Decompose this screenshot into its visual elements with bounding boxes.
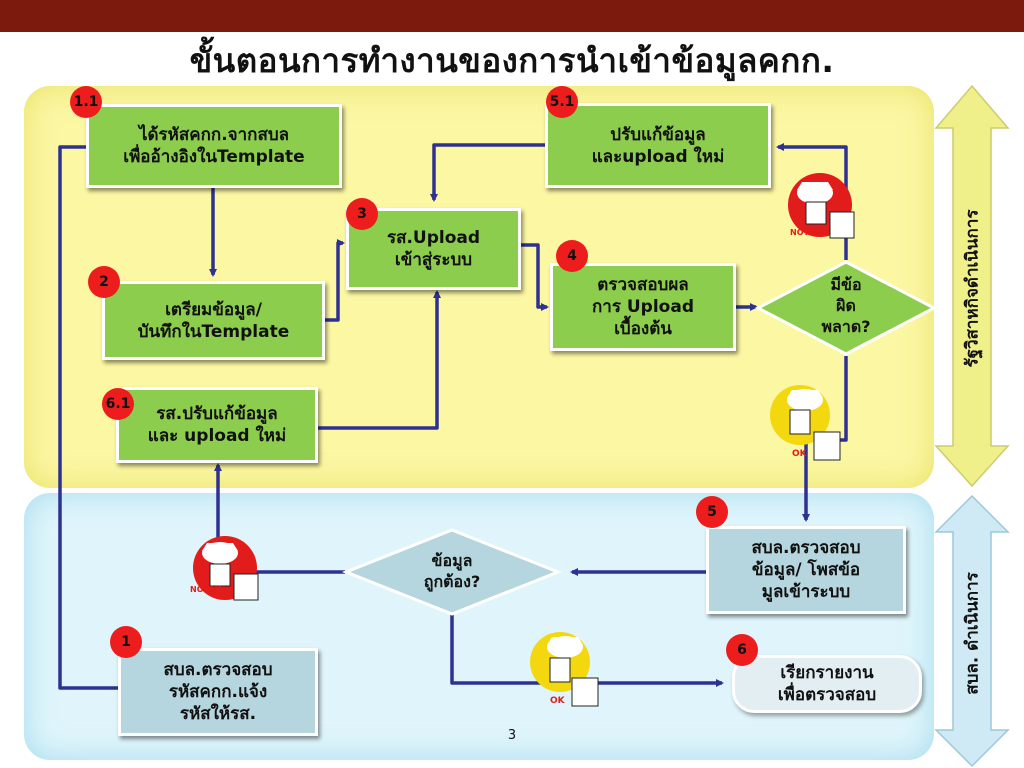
step-1-1-box: ได้รหัสคกก.จากสบล เพื่ออ้างอิงในTemplate xyxy=(86,104,342,188)
up-down-arrow-icon xyxy=(934,84,1010,488)
step-4-line2: การ Upload xyxy=(591,297,694,317)
step-1-line3: รหัสให้รส. xyxy=(179,704,257,724)
decision-error-line2: ผิด xyxy=(836,296,856,315)
svg-text:NOT: NOT xyxy=(190,585,209,594)
step-4-line1: ตรวจสอบผล xyxy=(597,275,689,295)
step-6-1-line1: รส.ปรับแก้ข้อมูล xyxy=(156,404,278,424)
step-6-box: เรียกรายงาน เพื่อตรวจสอบ xyxy=(732,655,922,713)
decision-correct-text: ข้อมูล ถูกต้อง? xyxy=(402,550,502,592)
up-down-arrow-icon xyxy=(934,494,1010,768)
step-1-box: สบล.ตรวจสอบ รหัสคกก.แจ้ง รหัสให้รส. xyxy=(118,648,318,736)
step-5-1-box: ปรับแก้ข้อมูล และupload ใหม่ xyxy=(545,103,771,188)
step-5-1-badge: 5.1 xyxy=(546,86,578,118)
inspector-ok-icon: OK xyxy=(530,632,599,707)
step-5-1-line2: และupload ใหม่ xyxy=(591,146,725,167)
step-6-line2: เพื่อตรวจสอบ xyxy=(777,685,877,705)
step-5-badge: 5 xyxy=(696,496,728,528)
step-2-box: เตรียมข้อมูล/ บันทึกในTemplate xyxy=(102,281,325,360)
step-2-line1: เตรียมข้อมูล/ xyxy=(165,299,262,320)
page-number: 3 xyxy=(507,728,517,743)
arrow-5-1-to-3 xyxy=(430,143,545,202)
step-5-box: สบล.ตรวจสอบ ข้อมูล/ โพสข้อ มูลเข้าระบบ xyxy=(706,526,906,614)
top-banner xyxy=(0,0,1024,32)
svg-text:NOT: NOT xyxy=(790,228,809,237)
step-2-badge: 2 xyxy=(88,266,120,298)
step-2-line2: บันทึกในTemplate xyxy=(137,321,290,342)
decision-correct-diamond xyxy=(341,528,563,616)
decision-error-text: มีข้อ ผิด พลาด? xyxy=(796,274,896,337)
svg-text:OK: OK xyxy=(808,228,822,237)
svg-text:OK: OK xyxy=(792,449,808,459)
step-4-box: ตรวจสอบผล การ Upload เบื้องต้น xyxy=(550,263,736,351)
step-3-line1: รส.Upload xyxy=(386,228,481,248)
step-3-badge: 3 xyxy=(346,198,378,230)
step-1-1-line1: ได้รหัสคกก.จากสบล xyxy=(138,125,290,145)
step-3-line2: เข้าสู่ระบบ xyxy=(394,250,473,270)
step-6-badge: 6 xyxy=(726,634,758,666)
arrow-correct-to-6 xyxy=(450,612,724,687)
step-1-badge: 1 xyxy=(110,626,142,658)
arrow-2-to-3 xyxy=(325,239,345,322)
step-1-line2: รหัสคกก.แจ้ง xyxy=(168,682,268,702)
step-6-1-line2: และ upload ใหม่ xyxy=(147,426,287,446)
decision-error-line1: มีข้อ xyxy=(830,275,862,294)
step-1-1-badge: 1.1 xyxy=(70,86,102,118)
step-1-line1: สบล.ตรวจสอบ xyxy=(163,660,273,680)
decision-correct-line2: ถูกต้อง? xyxy=(423,572,481,591)
arrow-1-to-1-1 xyxy=(58,143,120,690)
arrow-3-to-4 xyxy=(521,243,549,311)
step-6-1-badge: 6.1 xyxy=(102,388,134,420)
step-6-line1: เรียกรายงาน xyxy=(780,663,874,683)
step-5-line1: สบล.ตรวจสอบ xyxy=(751,538,861,558)
decision-error-diamond xyxy=(754,260,938,356)
inspector-not-ok-icon: NOT OK xyxy=(788,173,855,239)
svg-text:OK: OK xyxy=(208,585,222,594)
inspector-not-ok-icon: NOT OK xyxy=(190,536,259,601)
step-5-line3: มูลเข้าระบบ xyxy=(761,582,851,602)
svg-text:OK: OK xyxy=(550,696,566,706)
step-5-line2: ข้อมูล/ โพสข้อ xyxy=(751,560,861,580)
inspector-ok-icon: OK xyxy=(770,385,841,461)
step-5-1-line1: ปรับแก้ข้อมูล xyxy=(610,124,706,145)
step-4-line3: เบื้องต้น xyxy=(614,319,672,339)
decision-error-line3: พลาด? xyxy=(821,317,871,336)
step-1-1-line2: เพื่ออ้างอิงในTemplate xyxy=(123,147,305,167)
decision-correct-line1: ข้อมูล xyxy=(431,551,473,570)
arrow-6-1-to-3 xyxy=(318,290,441,430)
step-4-badge: 4 xyxy=(556,240,588,272)
step-6-1-box: รส.ปรับแก้ข้อมูล และ upload ใหม่ xyxy=(116,387,318,463)
page-title: ขั้นตอนการทำงานของการนำเข้าข้อมูลคกก. xyxy=(189,41,835,80)
